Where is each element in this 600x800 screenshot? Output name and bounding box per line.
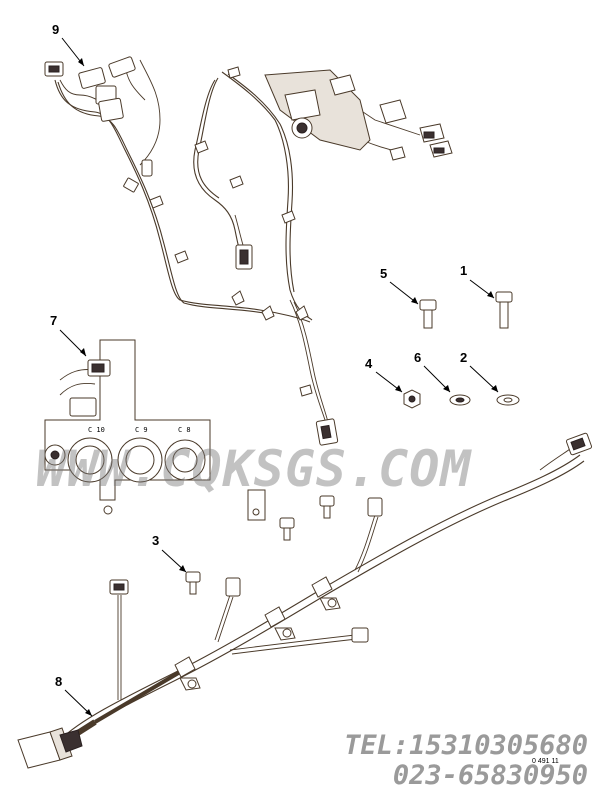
callout-8: 8 [55, 674, 62, 689]
callout-7: 7 [50, 313, 57, 328]
callout-9: 9 [52, 22, 59, 37]
contact-phone: 023-65830950 [392, 760, 588, 791]
contact-telephone: TEL:15310305680 [344, 730, 588, 761]
lower-harness [17, 432, 593, 769]
callout-4: 4 [365, 356, 373, 371]
upper-harness [44, 56, 453, 446]
callout-6: 6 [414, 350, 421, 365]
callout-3: 3 [152, 533, 159, 548]
callout-1: 1 [460, 263, 467, 278]
plate-label-c10: C 10 [88, 426, 105, 434]
hardware-parts [185, 291, 520, 595]
figure-number: 0 491 11 [532, 758, 559, 765]
connector-plate: C 10 C 9 C 8 [44, 339, 266, 521]
watermark-url: WWW.CQKSGS.COM [36, 440, 472, 498]
callout-5: 5 [380, 266, 387, 281]
plate-label-c8: C 8 [178, 426, 191, 434]
callout-2: 2 [460, 350, 467, 365]
callouts: 9 7 5 1 4 6 2 3 8 [50, 22, 499, 717]
plate-label-c9: C 9 [135, 426, 148, 434]
